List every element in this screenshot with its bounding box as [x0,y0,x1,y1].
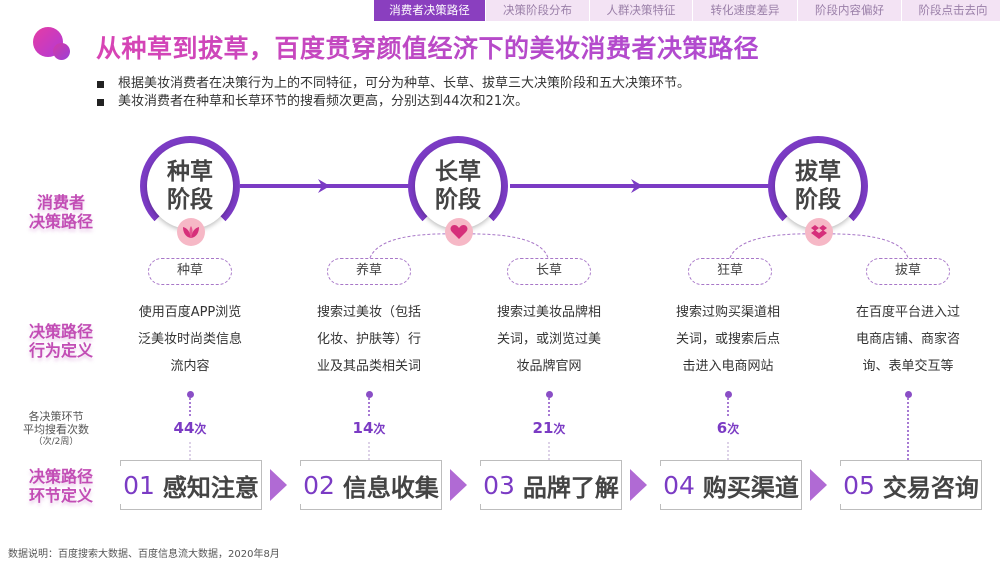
tab-content-preference[interactable]: 阶段内容偏好 [798,0,902,21]
stage-seeding: 种草阶段 [140,136,240,246]
step-arrow-icon [450,469,467,501]
bullet-square-icon [97,80,104,88]
step-number: 02 [303,470,335,500]
step-number: 01 [123,470,155,500]
side-label-line: 决策路径 [28,467,93,486]
side-label-line: 决策路径 [28,322,93,341]
stage-growing: 长草阶段 [408,136,508,246]
tab-click-destination[interactable]: 阶段点击去向 [902,0,1000,21]
stage-title: 拔草 [795,159,841,185]
step-arrow-icon [270,469,287,501]
search-count: 21次 [532,419,566,437]
data-source-note: 数据说明：百度搜索大数据、百度信息流大数据，2020年8月 [8,549,280,560]
tab-crowd-features[interactable]: 人群决策特征 [590,0,693,21]
bullet-text: 美妆消费者在种草和长草环节的搜看频次更高，分别达到44次和21次。 [118,94,529,109]
tab-consumer-decision-path[interactable]: 消费者决策路径 [374,0,486,21]
behavior-definition: 在百度平台进入过电商店铺、商家咨询、表单交互等 [855,305,960,374]
stage-subtitle: 阶段 [435,187,481,213]
behavior-definition: 使用百度APP浏览泛美妆时尚类信息流内容 [137,305,242,374]
side-label-line: 行为定义 [28,341,93,360]
tab-conversion-speed[interactable]: 转化速度差异 [693,0,798,21]
side-label-line: 平均搜看次数 [23,423,89,436]
path-line [510,184,780,188]
step-name: 信息收集 [342,473,439,502]
substage-pill: 养草 [327,258,411,285]
marker-dot [725,391,732,398]
marker-dot [187,391,194,398]
page-title: 从种草到拔草，百度贯穿颜值经济下的美妆消费者决策路径 [96,29,759,65]
tab-stage-distribution[interactable]: 决策阶段分布 [486,0,590,21]
step-name: 感知注意 [162,473,259,502]
search-count: 6次 [716,419,740,437]
step-arrow-icon [810,469,827,501]
behavior-definition: 搜索过美妆（包括化妆、护肤等）行业及其品类相关词 [316,305,421,374]
side-label-step: 决策路径 环节定义 [20,467,102,505]
behavior-definition: 搜索过美妆品牌相关词，或浏览过美妆品牌官网 [496,305,601,374]
arrow-right-icon [318,179,330,193]
marker-dot [546,391,553,398]
bubble-logo-icon [33,27,70,60]
search-count: 44次 [173,419,207,437]
stage-subtitle: 阶段 [167,187,213,213]
step-name: 交易咨询 [882,473,979,502]
step-number: 04 [663,470,695,500]
step-number: 05 [843,470,875,500]
side-label-line: 环节定义 [28,486,93,505]
substage-pill: 狂草 [688,258,772,285]
side-label-decision-path: 消费者 决策路径 [20,193,102,231]
step-name: 品牌了解 [522,473,619,502]
marker-dot [366,391,373,398]
summary-bullets: 根据美妆消费者在决策行为上的不同特征，可分为种草、长草、拔草三大决策阶段和五大决… [97,75,690,111]
side-label-search-count: 各决策环节 平均搜看次数 （次/2周） [8,410,104,449]
stage-title: 长草 [435,159,481,185]
search-count: 14次 [352,419,386,437]
bullet-text: 根据美妆消费者在决策行为上的不同特征，可分为种草、长草、拔草三大决策阶段和五大决… [118,76,691,91]
side-label-behavior: 决策路径 行为定义 [20,322,102,360]
leaf-icon [177,218,205,246]
side-label-line: 消费者 [36,193,85,212]
bullet-square-icon [97,98,104,106]
tab-bar: 消费者决策路径 决策阶段分布 人群决策特征 转化速度差异 阶段内容偏好 阶段点击… [374,0,1000,21]
step-name: 购买渠道 [702,473,799,502]
substage-pill: 长草 [507,258,591,285]
substage-pill: 拔草 [866,258,950,285]
behavior-definition: 搜索过购买渠道相关词，或搜索后点击进入电商网站 [675,305,780,374]
stage-purchase: 拔草阶段 [768,136,868,246]
marker-dot [905,391,912,398]
step-number: 03 [483,470,515,500]
gift-box-icon [805,218,833,246]
side-label-line: 各决策环节 [28,410,84,423]
arrow-right-icon [631,179,643,193]
side-label-unit: （次/2周） [33,437,79,447]
stage-subtitle: 阶段 [795,187,841,213]
substage-pill: 种草 [148,258,232,285]
side-label-line: 决策路径 [28,212,93,231]
step-arrow-icon [630,469,647,501]
stage-title: 种草 [167,159,213,185]
heart-icon [445,218,473,246]
